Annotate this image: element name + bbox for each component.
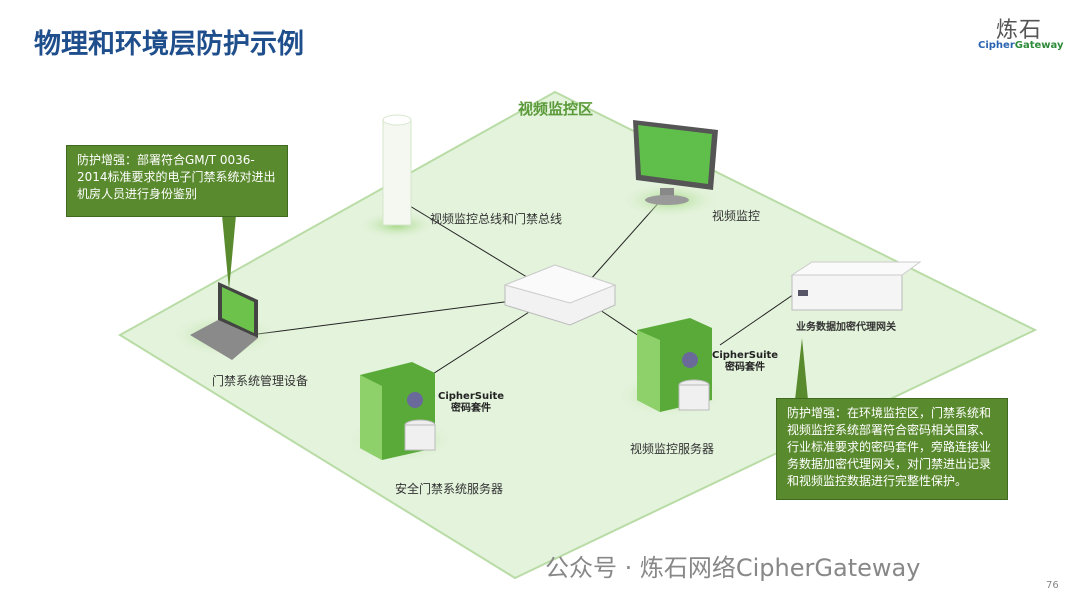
callout-left: 防护增强：部署符合GM/T 0036-2014标准要求的电子门禁系统对进出机房人… <box>66 145 288 217</box>
page-number: 76 <box>1046 580 1059 591</box>
suite-cn: 密码套件 <box>725 362 766 373</box>
bus-label: 视频监控总线和门禁总线 <box>430 212 563 226</box>
switch-icon <box>503 264 617 326</box>
access-server-icon <box>345 362 455 462</box>
logo-cipher: Cipher <box>978 40 1015 51</box>
page-title: 物理和环境层防护示例 <box>34 29 304 60</box>
callout-right: 防护增强：在环境监控区，门禁系统和视频监控系统部署符合密码相关国家、行业标准要求… <box>776 398 1008 500</box>
suite-name: CipherSuite <box>712 350 779 361</box>
gateway-appliance-icon <box>790 261 922 311</box>
gateway-label: 业务数据加密代理网关 <box>796 322 896 333</box>
zone-label: 视频监控区 <box>518 100 594 118</box>
callout-left-pointer <box>222 215 236 290</box>
laptop-icon <box>170 282 280 360</box>
video-server-icon <box>615 318 725 417</box>
bus-pillar-icon <box>357 114 437 239</box>
logo-text: 炼石 <box>996 18 1043 43</box>
monitor-label: 视频监控 <box>712 209 761 223</box>
video-server-label: 视频监控服务器 <box>630 442 715 456</box>
access-server-label: 安全门禁系统服务器 <box>395 482 504 496</box>
logo-subtext: CipherGateway <box>978 40 1063 51</box>
logo-gateway: Gateway <box>1014 40 1064 51</box>
watermark: 公众号 · 炼石网络CipherGateway <box>545 554 921 582</box>
suite-name: CipherSuite <box>438 391 505 402</box>
suite-cn: 密码套件 <box>451 403 492 414</box>
monitor-icon <box>620 120 720 218</box>
laptop-label: 门禁系统管理设备 <box>212 374 309 388</box>
callout-right-pointer <box>795 338 808 400</box>
